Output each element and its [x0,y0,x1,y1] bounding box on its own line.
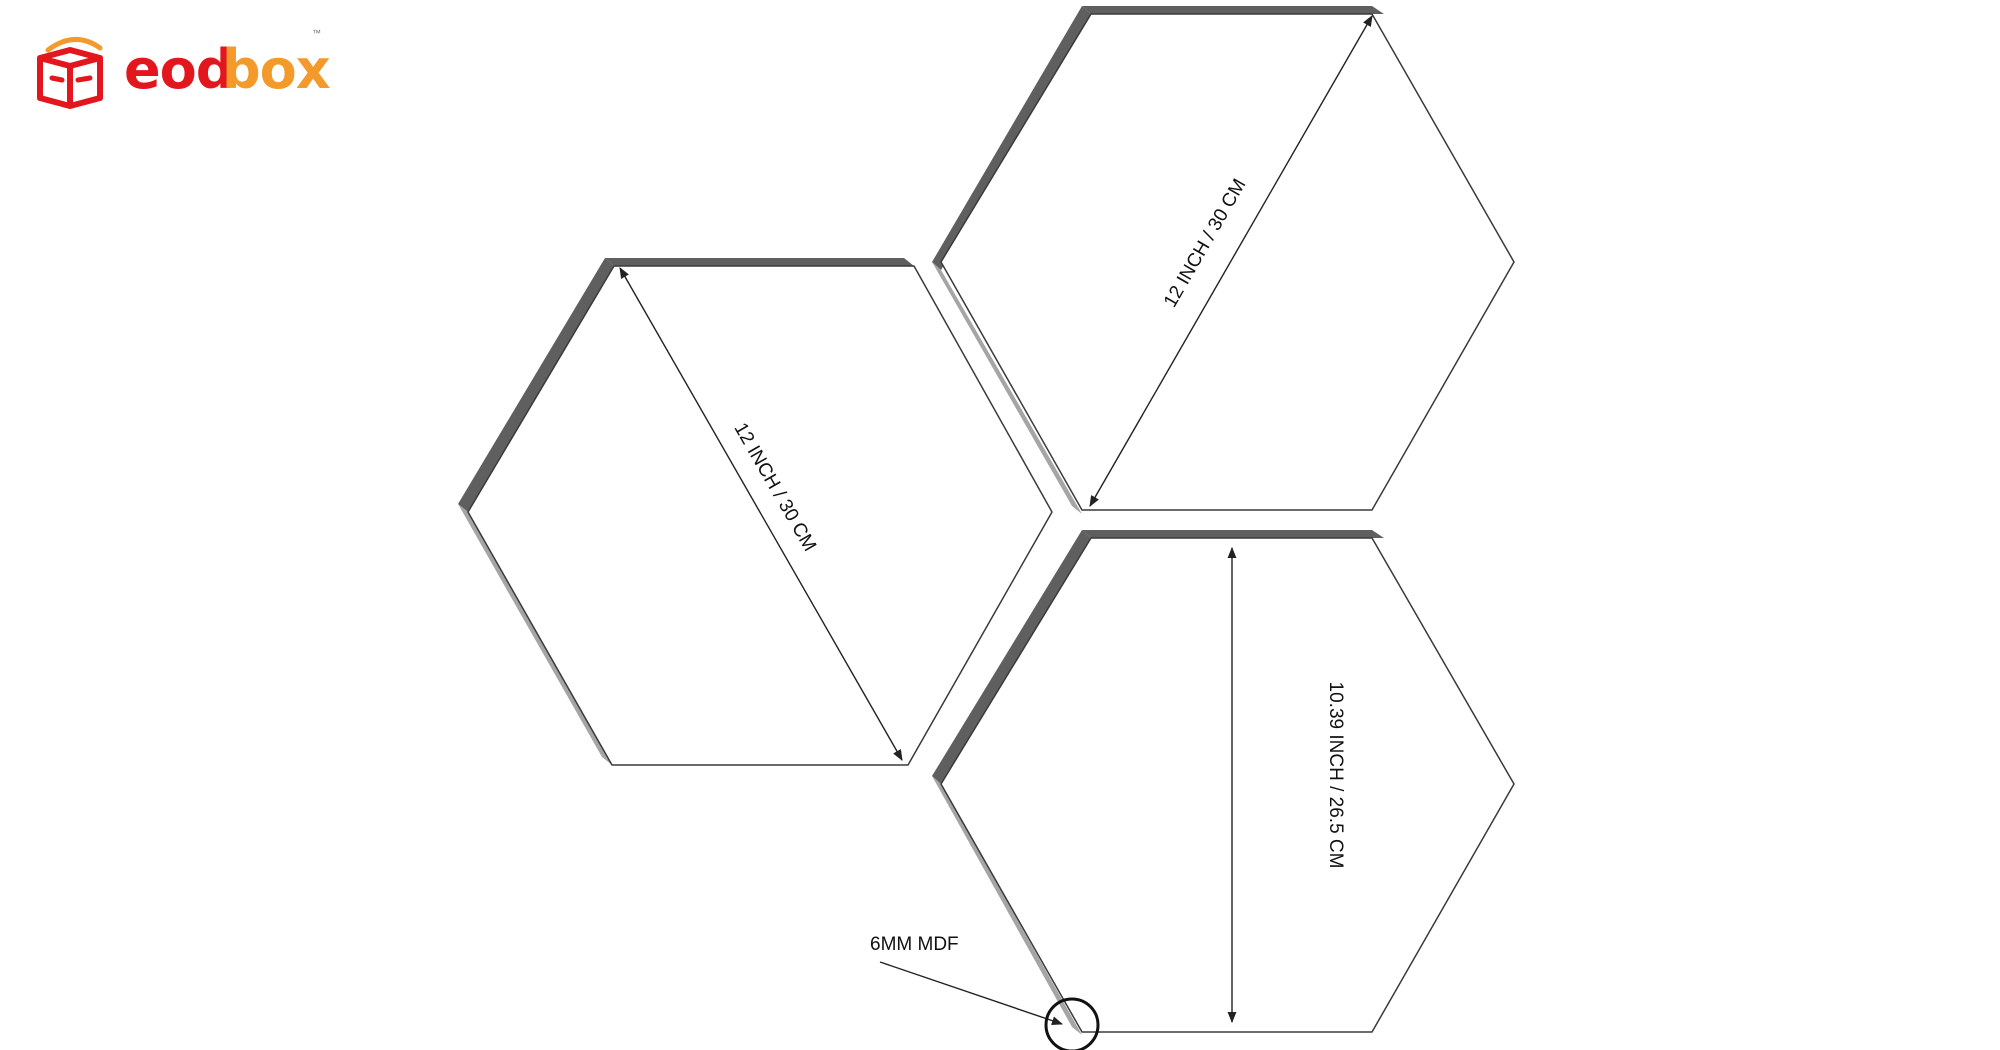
box-logo-icon [37,37,103,109]
logo-text-box: box [222,38,331,101]
thickness-callout: 6MM MDF [870,934,1100,1050]
hex-panel-top-right: 12 INCH / 30 CM [932,6,1515,514]
eodbox-logo: eod box ™ [37,28,332,109]
hex-panel-left: 12 INCH / 30 CM [458,258,1053,766]
dimension-arrow-top-right [1089,15,1373,507]
thickness-highlight-circle [1044,997,1100,1050]
thickness-label: 6MM MDF [870,934,959,955]
trademark-symbol: ™ [312,28,321,38]
hex-panel-bottom-right: 10.39 INCH / 26.5 CM [932,530,1515,1035]
logo-text-eod: eod [124,38,233,101]
dimension-label-height: 10.39 INCH / 26.5 CM [1325,682,1346,869]
dimension-arrow-left [619,267,903,761]
thickness-pointer-arrow [879,961,1064,1025]
